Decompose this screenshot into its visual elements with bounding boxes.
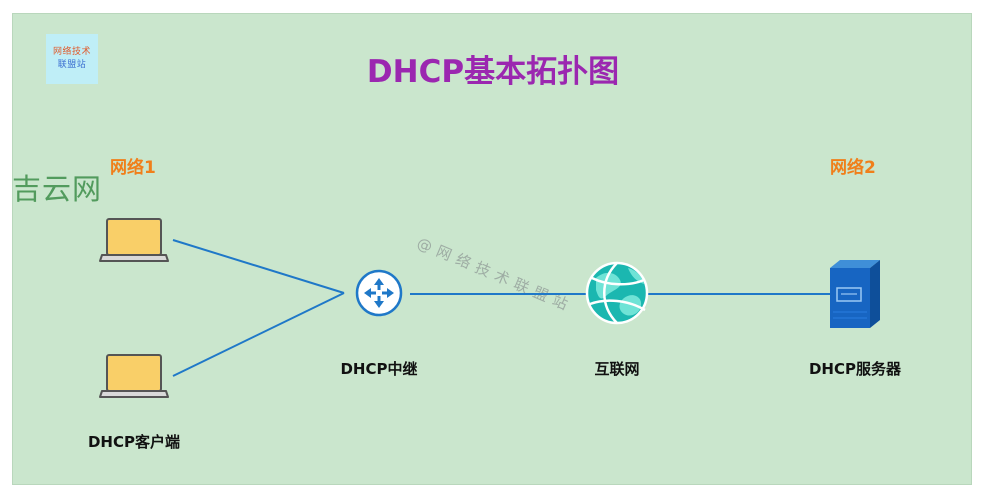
laptop-icon-2 xyxy=(99,354,169,398)
server-label: DHCP服务器 xyxy=(808,360,901,378)
internet-label: 互联网 xyxy=(594,360,640,378)
relay-label: DHCP中继 xyxy=(340,360,418,378)
internet-globe-icon xyxy=(585,261,649,325)
link-client1-relay xyxy=(172,239,345,294)
laptop-icon-1 xyxy=(99,218,169,262)
diagram-canvas xyxy=(12,13,972,485)
router-icon xyxy=(355,269,403,317)
logo-line2: 联盟站 xyxy=(57,60,87,70)
logo-line1: 网络技术 xyxy=(52,47,91,57)
client-label: DHCP客户端 xyxy=(87,433,180,451)
watermark-left: 吉云网 xyxy=(12,172,103,206)
link-client2-relay xyxy=(172,292,345,377)
network-1-label: 网络1 xyxy=(110,158,156,178)
site-logo: 网络技术 联盟站 xyxy=(46,34,98,84)
network-2-label: 网络2 xyxy=(830,158,876,178)
diagram-title: DHCP基本拓扑图 xyxy=(366,54,620,90)
server-icon xyxy=(830,260,880,328)
